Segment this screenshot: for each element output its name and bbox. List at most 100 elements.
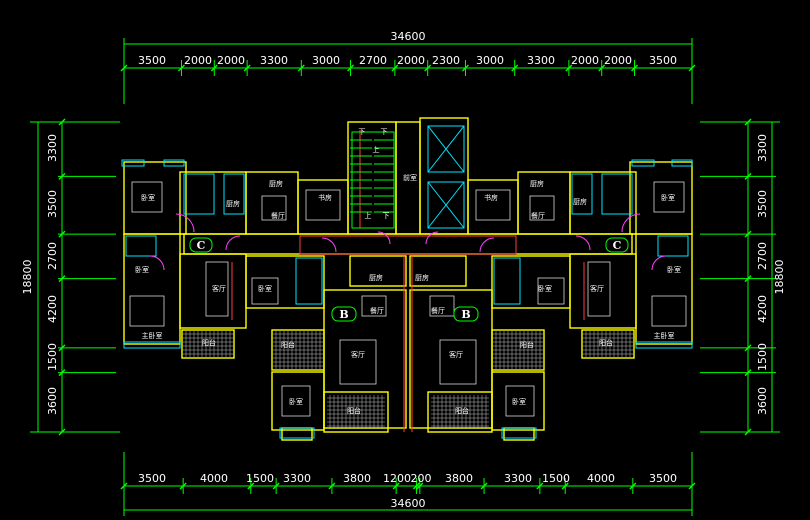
bottom-dim-label: 3300 bbox=[283, 472, 311, 485]
right-dimension-labels: 3300 3500 2700 4200 1500 3600 bbox=[756, 134, 769, 415]
dimension-lines bbox=[30, 38, 780, 516]
stair bbox=[350, 131, 395, 229]
dimension-slash bbox=[744, 344, 752, 352]
dimension-slash bbox=[58, 172, 66, 180]
top-dim-label: 2000 bbox=[184, 54, 212, 67]
unit-tag-c-left: C bbox=[189, 237, 213, 253]
top-dim-label: 3300 bbox=[260, 54, 288, 67]
dimension-slash bbox=[744, 369, 752, 377]
bottom-dim-label: 4000 bbox=[200, 472, 228, 485]
unit-tag-b-right-text: B bbox=[461, 308, 470, 321]
dimension-slash bbox=[744, 118, 752, 126]
building-outline bbox=[123, 117, 693, 441]
top-dim-label: 2700 bbox=[359, 54, 387, 67]
top-dim-label: 2000 bbox=[397, 54, 425, 67]
top-dimension-labels: 3500 2000 2000 3300 3000 2700 2000 2300 … bbox=[138, 54, 677, 67]
room-label-bedroom: 卧室 bbox=[667, 265, 681, 274]
right-dim-label: 2700 bbox=[756, 242, 769, 270]
dimension-slash bbox=[461, 64, 469, 72]
room-label-living: 客厅 bbox=[449, 350, 463, 359]
room-label-balcony: 阳台 bbox=[599, 338, 613, 347]
dimension-slash bbox=[424, 64, 432, 72]
dimension-slash bbox=[58, 230, 66, 238]
room-label-kitchen: 厨房 bbox=[530, 179, 544, 188]
secondary-walls bbox=[231, 130, 585, 432]
dimension-slash bbox=[210, 64, 218, 72]
unit-tag-c-right: C bbox=[605, 237, 629, 253]
left-dim-label: 2700 bbox=[46, 242, 59, 270]
bottom-dim-label: 1200 bbox=[383, 472, 411, 485]
overall-right-dimension: 18800 bbox=[773, 260, 786, 295]
right-dim-label: 3600 bbox=[756, 387, 769, 415]
room-label-study: 书房 bbox=[318, 193, 332, 202]
room-label-dining: 餐厅 bbox=[370, 306, 384, 315]
room-label-kitchen: 厨房 bbox=[226, 199, 240, 208]
dimension-slash bbox=[391, 64, 399, 72]
room-label-bedroom: 卧室 bbox=[661, 193, 675, 202]
dimension-slash bbox=[179, 482, 187, 490]
unit-tag-b-left-text: B bbox=[339, 308, 348, 321]
right-dim-label: 4200 bbox=[756, 295, 769, 323]
dimension-slash bbox=[480, 482, 488, 490]
overall-top-dimension: 34600 bbox=[391, 30, 426, 43]
unit-tag-c-left-text: C bbox=[197, 239, 206, 252]
top-dim-label: 3500 bbox=[138, 54, 166, 67]
room-label-balcony: 阳台 bbox=[520, 340, 534, 349]
room-label-balcony: 阳台 bbox=[202, 338, 216, 347]
stair-outline bbox=[351, 131, 395, 229]
left-dimension-labels: 3300 3500 2700 4200 1500 3600 bbox=[46, 134, 59, 415]
bottom-dimension-labels: 3500 4000 1500 3300 3800 1200 200 3800 3… bbox=[138, 472, 677, 485]
doors bbox=[149, 213, 667, 271]
right-dim-label: 1500 bbox=[756, 343, 769, 371]
right-dim-label: 3300 bbox=[756, 134, 769, 162]
top-dim-label: 3300 bbox=[527, 54, 555, 67]
dimension-slash bbox=[412, 482, 420, 490]
top-dim-label: 3000 bbox=[476, 54, 504, 67]
left-dim-label: 3300 bbox=[46, 134, 59, 162]
right-dim-label: 3500 bbox=[756, 190, 769, 218]
bottom-dim-label: 4000 bbox=[587, 472, 615, 485]
left-dim-label: 3500 bbox=[46, 190, 59, 218]
room-label-living: 客厅 bbox=[590, 284, 604, 293]
dimension-slash bbox=[120, 64, 128, 72]
dimension-slash bbox=[272, 482, 280, 490]
bottom-dim-label: 3300 bbox=[504, 472, 532, 485]
dimension-slash bbox=[416, 482, 424, 490]
dimension-slash bbox=[247, 482, 255, 490]
dimension-slash bbox=[120, 482, 128, 490]
unit-tag-c-right-text: C bbox=[613, 239, 622, 252]
top-dim-label: 2000 bbox=[604, 54, 632, 67]
room-label-living: 客厅 bbox=[212, 284, 226, 293]
room-label-bedroom: 卧室 bbox=[141, 193, 155, 202]
room-label-balcony: 阳台 bbox=[281, 340, 295, 349]
room-label-balcony: 阳台 bbox=[347, 406, 361, 415]
stair-up-label: 上 bbox=[365, 211, 372, 220]
unit-tags: C C B B bbox=[189, 237, 629, 322]
room-label-bedroom: 卧室 bbox=[135, 265, 149, 274]
room-label-kitchen: 厨房 bbox=[573, 197, 587, 206]
dimension-slash bbox=[243, 64, 251, 72]
top-dim-label: 3500 bbox=[649, 54, 677, 67]
dimension-slash bbox=[744, 230, 752, 238]
top-dim-label: 2000 bbox=[571, 54, 599, 67]
dimension-slash bbox=[297, 64, 305, 72]
bottom-dim-label: 1500 bbox=[246, 472, 274, 485]
room-label-kitchen: 厨房 bbox=[369, 273, 383, 282]
room-label-dining: 餐厅 bbox=[271, 211, 285, 220]
left-dim-label: 1500 bbox=[46, 343, 59, 371]
dimension-slash bbox=[631, 64, 639, 72]
dimension-slash bbox=[392, 482, 400, 490]
dimension-slash bbox=[688, 482, 696, 490]
bottom-dim-label: 3500 bbox=[138, 472, 166, 485]
room-labels: 卧室 卧室 卧室 卧室 卧室 卧室 卧室 卧室 主卧室 主卧室 厨房 厨房 厨房… bbox=[135, 128, 681, 415]
stair-down-label: 下 bbox=[381, 128, 388, 136]
room-label-bedroom: 卧室 bbox=[512, 397, 526, 406]
dimension-slash bbox=[536, 482, 544, 490]
balcony-hatch bbox=[183, 331, 633, 429]
dimension-slash bbox=[744, 275, 752, 283]
room-label-bedroom: 卧室 bbox=[538, 284, 552, 293]
overall-bottom-dimension: 34600 bbox=[391, 497, 426, 510]
dimension-slash bbox=[58, 428, 66, 436]
room-label-corridor: 前室 bbox=[403, 173, 417, 182]
